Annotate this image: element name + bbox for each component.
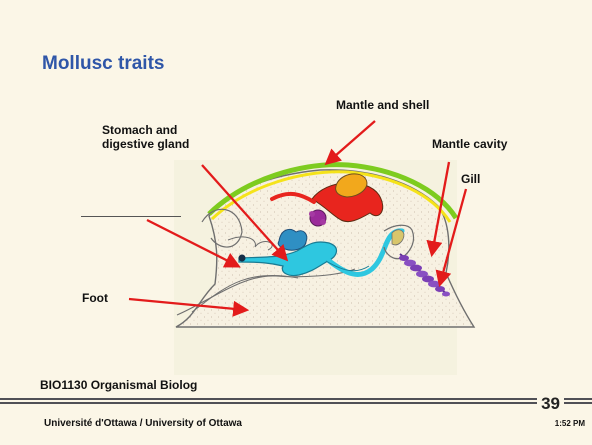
label-gill: Gill bbox=[461, 172, 480, 186]
label-stomach-line-2: digestive gland bbox=[102, 137, 189, 151]
label-stomach-line-1: Stomach and bbox=[102, 123, 189, 137]
course-title: BIO1130 Organismal Biolog bbox=[40, 378, 197, 392]
label-foot: Foot bbox=[82, 291, 108, 305]
blank-answer-line bbox=[81, 216, 181, 217]
university-footer: Université d'Ottawa / University of Otta… bbox=[44, 418, 242, 429]
label-mantle-shell: Mantle and shell bbox=[336, 98, 429, 112]
page-number: 39 bbox=[537, 394, 564, 414]
arrow-mantle-shell bbox=[327, 121, 375, 163]
slide-time: 1:52 PM bbox=[555, 419, 585, 428]
label-mantle-cavity: Mantle cavity bbox=[432, 137, 507, 151]
footer-rule-bottom bbox=[0, 402, 592, 404]
mouth-icon bbox=[239, 255, 246, 262]
digestive-gland-icon bbox=[278, 229, 307, 250]
footer-rule-top bbox=[0, 398, 592, 400]
label-stomach-digestive-gland: Stomach and digestive gland bbox=[102, 123, 189, 151]
